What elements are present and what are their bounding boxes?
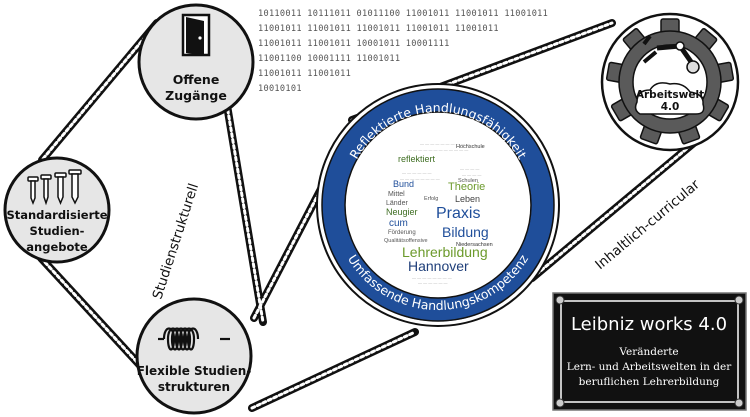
right-side-label: Inhaltlich-curricular	[592, 176, 703, 273]
binary-code: 10110011 10111011 01011100 11001011 1100…	[258, 9, 548, 94]
word-forderung: Förderung	[388, 230, 416, 236]
flexible-label-2: strukturen	[158, 380, 230, 394]
binary-line: 11001100 10001111 11001011	[258, 54, 400, 64]
work-label-1: Arbeitswelt	[636, 89, 704, 101]
node-standard: Standardisierte Studien- angebote	[3, 156, 111, 264]
word-qualitat: Qualitätsoffensive	[384, 238, 428, 244]
word-reflektiert: reflektiert	[398, 154, 436, 164]
word-hannover: Hannover	[408, 258, 469, 274]
binary-line: 10010101	[258, 84, 302, 94]
word-bildung: Bildung	[442, 224, 489, 240]
word-schulen: Schulen	[458, 178, 478, 184]
word-praxis: Praxis	[436, 205, 480, 222]
node-work: Arbeitswelt 4.0	[600, 12, 740, 152]
left-side-label: Studienstrukturell	[150, 181, 203, 301]
screws-icon	[27, 169, 82, 206]
binary-line: 11001011 11001011	[258, 69, 351, 79]
word-bund: Bund	[393, 179, 414, 189]
center-ring: Reflektierte Handlungsfähigkeit Umfassen…	[316, 83, 560, 327]
open-access-label-1: Offene	[173, 72, 220, 87]
standard-label-3: angebote	[26, 240, 88, 254]
svg-text:— — — — — — — — — — — —: — — — — — — — — — — — —	[408, 147, 468, 152]
svg-text:— — — —: — — — —	[462, 172, 481, 177]
work-label-2: 4.0	[661, 101, 680, 113]
binary-line: 11001011 11001011 11001011 11001011 1100…	[258, 24, 499, 34]
ring-band	[321, 88, 555, 322]
plaque-title: Leibniz works 4.0	[571, 314, 727, 335]
gear-robot-icon	[605, 18, 735, 145]
plaque-line-1: Veränderte	[618, 346, 678, 358]
svg-text:— — — — — — — —: — — — — — — — —	[412, 275, 452, 280]
word-lehrerbildung: Lehrerbildung	[402, 244, 488, 260]
svg-text:— — — —: — — — —	[460, 166, 479, 171]
node-flexible: Flexible Studien- strukturen	[135, 297, 253, 415]
svg-text:— — — — — — — —: — — — — — — — —	[400, 176, 440, 181]
binary-line: 10110011 10111011 01011100 11001011 1100…	[258, 9, 548, 19]
standard-label-1: Standardisierte	[6, 208, 107, 222]
word-lander: Länder	[386, 200, 408, 207]
word-niedersachsen: Niedersachsen	[456, 242, 493, 248]
plaque: Leibniz works 4.0 Veränderte Lern- und A…	[552, 292, 747, 411]
spring-icon	[158, 327, 230, 351]
plaque-line-2: Lern- und Arbeitswelten in der	[567, 361, 732, 373]
word-mittel: Mittel	[388, 191, 405, 198]
binary-line: 11001011 11001011 10001011 10001111	[258, 39, 450, 49]
flexible-label-1: Flexible Studien-	[137, 364, 252, 378]
plaque-rivets	[555, 295, 744, 408]
svg-text:— — — — — — — — — —: — — — — — — — — — —	[420, 141, 470, 146]
node-open-access: Offene Zugänge	[137, 3, 255, 121]
word-hochschule: Hochschule	[456, 144, 485, 150]
open-access-label-2: Zugänge	[165, 88, 227, 103]
word-theorie: Theorie	[448, 181, 485, 193]
door-icon	[181, 13, 211, 57]
standard-label-2: Studien-	[30, 224, 85, 238]
svg-text:— — — — — —: — — — — — —	[402, 170, 432, 175]
word-leben: Leben	[455, 194, 480, 204]
word-erfolg: Erfolg	[424, 196, 438, 202]
plaque-line-3: beruflichen Lehrerbildung	[579, 376, 720, 388]
word-neugier: Neugier	[386, 207, 418, 217]
word-cloud: — — — — — — — — — — — — — — — — — — — — …	[384, 141, 493, 285]
word-cum: cum	[389, 218, 408, 229]
svg-text:— — — — — —: — — — — — —	[418, 280, 448, 285]
